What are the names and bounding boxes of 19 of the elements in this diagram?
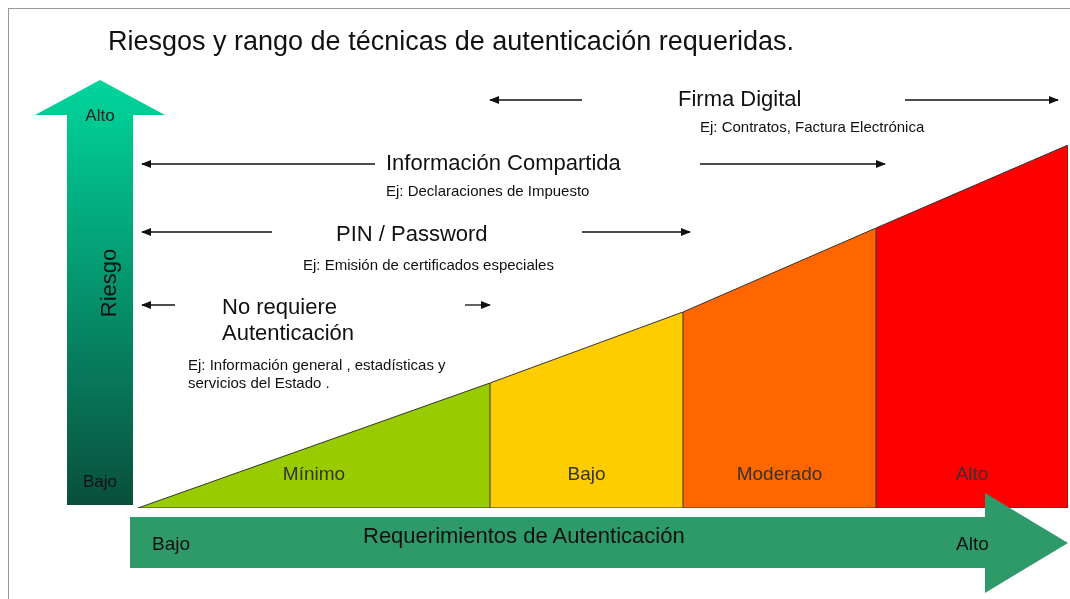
level-label: Bajo (566, 463, 607, 485)
example-text: Ej: Información general , estadísticas y servicios del Estado . (188, 356, 447, 392)
axis-end-label: Bajo (152, 533, 191, 555)
level-label: Mínimo (281, 463, 347, 485)
level-label: Alto (954, 463, 990, 485)
level-label: Moderado (735, 463, 824, 485)
axis-title: Riesgo (96, 248, 123, 318)
range-label: PIN / Password (336, 221, 488, 247)
range-label: No requiere Autenticación (222, 294, 356, 347)
axis-end-label: Alto (84, 106, 116, 126)
example-text: Ej: Contratos, Factura Electrónica (700, 118, 925, 135)
axis-title: Requerimientos de Autenticación (363, 523, 685, 549)
axis-end-label: Alto (956, 533, 989, 555)
range-label: Información Compartida (386, 150, 621, 176)
diagram-title: Riesgos y rango de técnicas de autenticación requeridas. (108, 26, 794, 57)
axis-end-label: Bajo (82, 472, 118, 492)
range-label: Firma Digital (678, 86, 802, 112)
example-text: Ej: Declaraciones de Impuesto (386, 182, 590, 199)
example-text: Ej: Emisión de certificados especiales (303, 256, 554, 273)
